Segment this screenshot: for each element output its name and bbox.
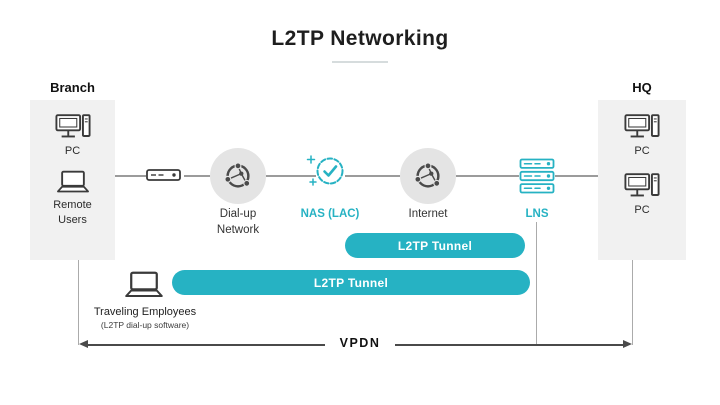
guide-line-left	[78, 260, 79, 345]
connector-line	[115, 175, 146, 177]
page-title: L2TP Networking	[271, 27, 449, 50]
connector-line	[555, 175, 598, 177]
check-badge-icon	[304, 150, 348, 194]
hq-panel: PC PC	[598, 100, 686, 260]
dialup-network-label: Dial-up Network	[216, 208, 260, 236]
globe-network-icon	[412, 160, 444, 192]
remote-users-label: Remote Users	[53, 199, 92, 226]
modem-icon	[146, 166, 184, 184]
lns-guide-line	[536, 222, 537, 345]
connector-line	[456, 175, 519, 177]
connector-line	[345, 175, 400, 177]
globe-network-icon	[222, 160, 254, 192]
internet-node	[400, 148, 456, 204]
vpdn-label: VPDN	[325, 336, 395, 350]
nas-label: NAS (LAC)	[300, 208, 360, 220]
traveling-employees-sublabel: (L2TP dial-up software)	[100, 320, 190, 330]
branch-section-label: Branch	[50, 80, 95, 95]
hq-pc1-label: PC	[634, 145, 650, 157]
traveling-employees-label: Traveling Employees	[93, 306, 197, 318]
l2tp-tunnel-lower: L2TP Tunnel	[172, 270, 530, 295]
desktop-pc-icon	[54, 113, 91, 141]
desktop-pc-icon	[624, 172, 660, 200]
laptop-icon	[56, 170, 90, 195]
arrow-left-icon	[79, 340, 88, 348]
connector-line	[184, 175, 210, 177]
desktop-pc-icon	[624, 113, 660, 141]
dialup-network-node	[210, 148, 266, 204]
guide-line-right	[632, 260, 633, 345]
internet-label: Internet	[408, 208, 448, 220]
arrow-right-icon	[623, 340, 632, 348]
hq-section-label: HQ	[632, 80, 652, 95]
lns-label: LNS	[525, 208, 549, 220]
traveling-laptop-icon	[124, 271, 164, 300]
hq-pc2-label: PC	[634, 204, 650, 217]
l2tp-tunnel-upper: L2TP Tunnel	[345, 233, 525, 258]
title-underline	[332, 61, 388, 63]
branch-panel: PC Remote Users	[30, 100, 115, 260]
server-stack-icon	[519, 158, 555, 194]
branch-pc-label: PC	[64, 145, 81, 157]
connector-line	[266, 175, 316, 177]
